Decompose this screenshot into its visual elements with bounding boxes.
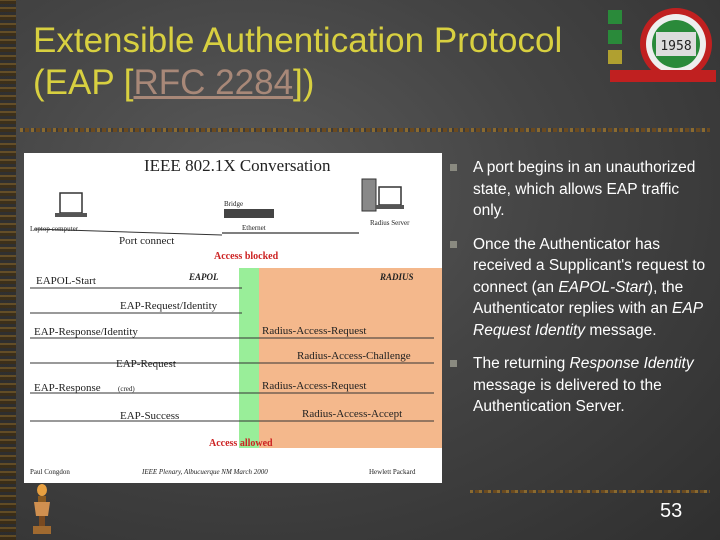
- eapol-zone: [24, 268, 239, 448]
- msg-eap-request-identity: EAP-Request/Identity: [120, 300, 218, 312]
- msg-eap-request: EAP-Request: [116, 358, 176, 370]
- msg-eapol-start: EAPOL-Start: [36, 275, 96, 287]
- port-connect-line: [33, 228, 223, 236]
- bullet-3-text-post: message is delivered to the Authenticati…: [473, 376, 662, 416]
- bullet-1-text: A port begins in an unauthorized state, …: [473, 159, 696, 219]
- bullet-item: Once the Authenticator has received a Su…: [448, 234, 713, 342]
- port-connect-label: Port connect: [119, 235, 174, 247]
- laptop-icon: [55, 192, 87, 217]
- bullet-3-em: Response Identity: [569, 355, 694, 372]
- authenticator-zone: [239, 268, 259, 448]
- bullet-2-text-mid: ), the Authenticator replies with an: [473, 278, 684, 318]
- msg-eap-response-identity: EAP-Response/Identity: [34, 326, 138, 338]
- title-divider: [20, 128, 710, 132]
- access-allowed-label: Access allowed: [209, 438, 273, 449]
- ethernet-label: Ethernet: [242, 224, 266, 232]
- footer-company: Hewlett Packard: [369, 468, 416, 476]
- bullet-item: A port begins in an unauthorized state, …: [448, 157, 713, 222]
- bullet-item: The returning Response Identity message …: [448, 353, 713, 418]
- msg-radius-access-accept: Radius-Access-Accept: [302, 408, 402, 420]
- footer-author: Paul Congdon: [30, 468, 70, 476]
- message-arrows: [30, 287, 434, 422]
- logo-year-text: 1958: [660, 39, 691, 54]
- title-line-2-suffix: ]): [293, 63, 315, 102]
- msg-eap-response-note: (cred): [118, 385, 135, 393]
- title-line-2-prefix: (EAP [: [33, 63, 134, 102]
- bullet-marker-icon: [450, 164, 457, 171]
- bullet-2-em-1: EAPOL-Start: [558, 278, 648, 296]
- lamp-icon: [33, 484, 51, 534]
- footer-event: IEEE Plenary, Albucuerque NM March 2000: [141, 468, 268, 476]
- diagram-heading: IEEE 802.1X Conversation: [144, 156, 331, 175]
- bullet-list: A port begins in an unauthorized state, …: [448, 157, 713, 418]
- bottom-divider: [470, 490, 710, 493]
- msg-radius-access-challenge: Radius-Access-Challenge: [297, 350, 411, 362]
- radius-server-label: Radius Server: [370, 219, 410, 227]
- bullet-2-em-2: EAP Request Identity: [473, 300, 703, 339]
- bridge-icon: [224, 209, 274, 218]
- bullet-marker-icon: [450, 240, 457, 248]
- university-logo-icon: 1958: [608, 8, 716, 82]
- left-decorative-stripe: [0, 0, 16, 540]
- title-line-1: Extensible Authentication Protocol: [33, 21, 563, 60]
- rfc-link[interactable]: RFC 2284: [133, 63, 294, 102]
- bullet-marker-icon: [450, 360, 457, 367]
- msg-radius-access-request-2: Radius-Access-Request: [262, 380, 366, 392]
- slide-title: Extensible Authentication Protocol (EAP …: [33, 20, 562, 104]
- bullet-3-text-pre: The returning: [473, 355, 570, 372]
- bullet-2-text-pre: Once the Authenticator has received a Su…: [473, 235, 706, 296]
- eapol-zone-label: EAPOL: [188, 272, 219, 282]
- bridge-label: Bridge: [224, 200, 243, 208]
- bullet-2-text-post: message.: [585, 321, 657, 339]
- msg-radius-access-request-1: Radius-Access-Request: [262, 325, 366, 337]
- laptop-label: Laptop computer: [30, 225, 79, 233]
- radius-server-icon: [361, 178, 404, 212]
- msg-eap-success: EAP-Success: [120, 410, 179, 422]
- access-blocked-label: Access blocked: [214, 251, 279, 262]
- ieee-8021x-conversation-diagram: IEEE 802.1X Conversation Laptop computer…: [24, 153, 442, 483]
- radius-zone: [259, 268, 442, 448]
- radius-zone-label: RADIUS: [379, 272, 414, 282]
- page-number: 53: [660, 500, 683, 522]
- msg-eap-response: EAP-Response: [34, 382, 101, 394]
